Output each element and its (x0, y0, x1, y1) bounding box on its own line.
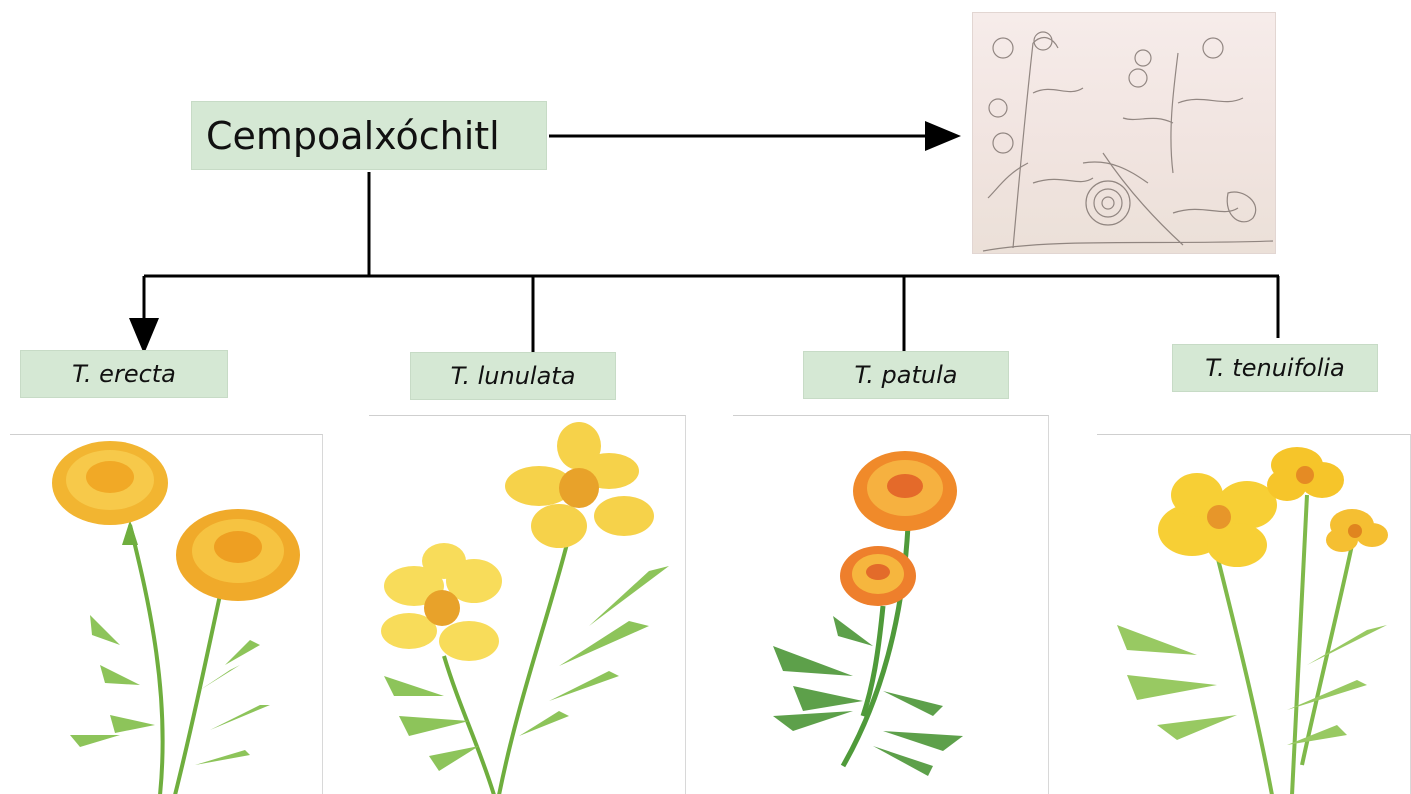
marigold-lunulata-illustration (369, 416, 686, 794)
marigold-tenuifolia-illustration (1097, 435, 1411, 794)
species-label: T. patula (854, 361, 957, 389)
image-panel-erecta (10, 434, 323, 794)
species-node-lunulata: T. lunulata (410, 352, 616, 400)
marigold-erecta-illustration (10, 435, 323, 794)
marigold-patula-illustration (733, 416, 1049, 794)
image-panel-patula (733, 415, 1049, 794)
root-node: Cempoalxóchitl (191, 101, 547, 170)
species-label: T. tenuifolia (1205, 354, 1345, 382)
species-label: T. erecta (72, 360, 176, 388)
species-node-erecta: T. erecta (20, 350, 228, 398)
image-panel-tenuifolia (1097, 434, 1411, 794)
image-panel-lunulata (369, 415, 686, 794)
species-node-patula: T. patula (803, 351, 1009, 399)
codex-image (972, 12, 1276, 254)
species-node-tenuifolia: T. tenuifolia (1172, 344, 1378, 392)
species-label: T. lunulata (451, 362, 576, 390)
root-label: Cempoalxóchitl (206, 114, 500, 158)
codex-drawing (973, 13, 1276, 254)
